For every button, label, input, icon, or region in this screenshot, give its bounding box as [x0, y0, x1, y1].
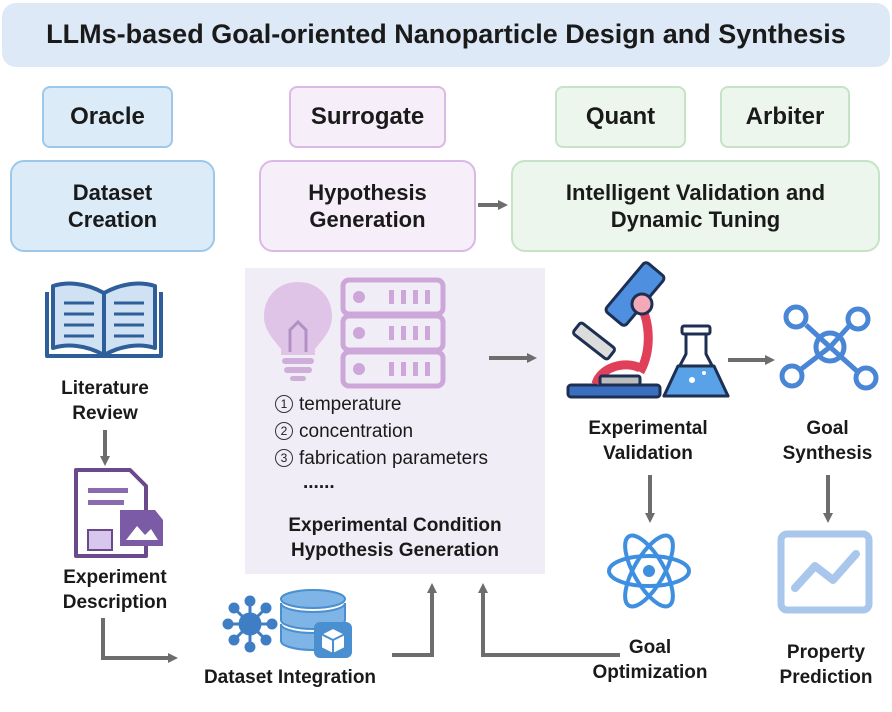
condition-item: 3 fabrication parameters — [275, 448, 488, 470]
network-icon — [222, 595, 278, 653]
arrow-description-to-integration — [101, 618, 178, 663]
book-icon — [45, 281, 163, 358]
oracle-tag: Oracle — [42, 86, 173, 148]
molecule-icon — [779, 304, 879, 391]
condition-ellipsis: ...... — [303, 472, 335, 493]
server-icon — [340, 277, 446, 389]
atom-icon — [607, 533, 691, 609]
condition-item: 1 temperature — [275, 394, 401, 416]
condition-text: concentration — [299, 421, 414, 442]
dataset-creation-stage: Dataset Creation — [10, 160, 215, 252]
arrow-optimization-to-hypothesis — [478, 583, 620, 657]
page-title: LLMs-based Goal-oriented Nanoparticle De… — [2, 3, 890, 67]
hypothesis-generation-stage: Hypothesis Generation — [259, 160, 476, 252]
arbiter-tag: Arbiter — [720, 86, 850, 148]
arrow-integration-to-hypothesis — [392, 583, 437, 657]
condition-text: fabrication parameters — [299, 448, 489, 469]
flask-icon — [662, 324, 730, 398]
condition-text: temperature — [299, 394, 402, 415]
document-image-icon — [74, 468, 163, 558]
line-chart-icon — [777, 530, 873, 614]
quant-tag: Quant — [555, 86, 686, 148]
surrogate-tag: Surrogate — [289, 86, 446, 148]
goal-optimization-label: Goal Optimization — [592, 637, 708, 684]
validation-tuning-stage: Intelligent Validation and Dynamic Tunin… — [511, 160, 880, 252]
property-prediction-label: Property Prediction — [779, 642, 873, 689]
goal-synthesis-label: Goal Synthesis — [782, 418, 873, 465]
microscope-icon — [566, 261, 666, 399]
flow-arrows — [100, 200, 833, 663]
condition-number: 1 — [275, 395, 293, 413]
lightbulb-icon — [264, 282, 332, 381]
condition-number: 3 — [275, 449, 293, 467]
hypothesis-panel-caption: Experimental Condition Hypothesis Genera… — [288, 515, 502, 562]
cube-icon — [314, 622, 352, 658]
condition-number: 2 — [275, 422, 293, 440]
dataset-integration-label: Dataset Integration — [203, 667, 377, 688]
experiment-description-label: Experiment Description — [62, 567, 168, 614]
experimental-validation-label: Experimental Validation — [588, 418, 708, 465]
literature-review-label: Literature Review — [61, 378, 149, 425]
condition-item: 2 concentration — [275, 421, 413, 443]
